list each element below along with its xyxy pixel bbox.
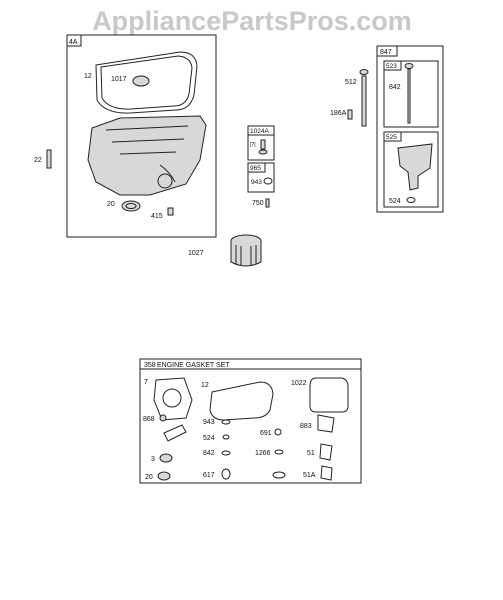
watermark: AppliancePartsPros.com bbox=[92, 6, 412, 36]
breather-tube bbox=[260, 139, 266, 150]
tube-screw: 186A bbox=[330, 109, 353, 120]
gasket-set-tag: 358 bbox=[144, 362, 156, 369]
gs-label-842: 842 bbox=[203, 450, 215, 457]
callout-415: 415 bbox=[151, 213, 163, 220]
gs-label-7: 7 bbox=[144, 379, 148, 386]
screw-22: 22 bbox=[34, 149, 52, 169]
group-523-frame bbox=[383, 60, 439, 128]
sump-gasket bbox=[209, 381, 274, 421]
group-4a-tag: 4A bbox=[69, 39, 78, 46]
group-847: 847 523 842 525 524 bbox=[376, 45, 444, 213]
sump-ribs bbox=[105, 125, 189, 183]
dipstick-tube: 512 bbox=[345, 69, 369, 127]
screw bbox=[46, 149, 52, 169]
exhaust-gasket bbox=[317, 414, 335, 433]
callout-20: 20 bbox=[107, 201, 115, 208]
callout-750: 750 bbox=[252, 200, 264, 207]
gs-label-691: 691 bbox=[260, 430, 272, 437]
oil-filter: 1027 bbox=[188, 234, 262, 267]
gs-label-20: 20 bbox=[145, 474, 153, 481]
callout-943: 943 bbox=[251, 179, 262, 186]
group-523-tag: 523 bbox=[386, 63, 397, 70]
group-847-frame bbox=[376, 45, 444, 213]
crank-seal bbox=[132, 75, 150, 87]
gasket-set-title: ENGINE GASKET SET bbox=[157, 362, 230, 369]
oil-seal bbox=[121, 200, 141, 212]
callout-512: 512 bbox=[345, 79, 357, 86]
drain-plug bbox=[167, 207, 174, 216]
gs-label-1266: 1266 bbox=[255, 450, 271, 457]
carb-gasket-a bbox=[320, 465, 333, 481]
gasket-set-frame bbox=[139, 358, 362, 484]
group-4a: 4A 12 1017 20 415 bbox=[66, 34, 217, 238]
group-525-tag: 525 bbox=[386, 134, 397, 141]
screw bbox=[347, 109, 353, 120]
callout-1027: 1027 bbox=[188, 250, 204, 257]
group-4a-tag-box bbox=[66, 34, 82, 47]
gs-label-1022: 1022 bbox=[291, 380, 307, 387]
o-ring bbox=[263, 177, 273, 185]
valve-cover-gasket bbox=[309, 377, 349, 413]
group-525-frame bbox=[383, 131, 439, 208]
head-gasket bbox=[153, 377, 193, 421]
valve-750: 750 bbox=[252, 198, 270, 208]
group-1024a-tag: 1024A bbox=[250, 128, 269, 135]
group-965-tag: 965 bbox=[250, 165, 261, 172]
callout-22: 22 bbox=[34, 157, 42, 164]
filter-body bbox=[230, 241, 262, 267]
valve bbox=[265, 198, 270, 208]
group-4a-frame bbox=[66, 34, 217, 238]
intake-gasket bbox=[163, 424, 187, 442]
carb-gasket bbox=[319, 443, 333, 461]
sump-gasket bbox=[95, 51, 198, 114]
gs-label-943: 943 bbox=[203, 419, 215, 426]
sump-boss bbox=[157, 173, 173, 189]
gs-label-51a: 51A bbox=[303, 472, 316, 479]
callout-1017: 1017 bbox=[111, 76, 127, 83]
gs-label-3: 3 bbox=[151, 456, 155, 463]
group-847-tag: 847 bbox=[380, 49, 392, 56]
gs-label-51: 51 bbox=[307, 450, 315, 457]
fill-tube bbox=[397, 143, 433, 191]
group-1024a: 1024A [?] bbox=[247, 125, 275, 161]
dipstick bbox=[407, 68, 411, 124]
callout-524: 524 bbox=[389, 198, 401, 205]
gs-label-524: 524 bbox=[203, 435, 215, 442]
callout-842: 842 bbox=[389, 84, 401, 91]
gasket-set-358: 358 ENGINE GASKET SET 7 12 1022 868 943 … bbox=[139, 358, 362, 484]
gs-label-883: 883 bbox=[300, 423, 312, 430]
group-965: 965 943 bbox=[247, 162, 275, 193]
tube bbox=[361, 75, 367, 127]
gs-label-868: 868 bbox=[143, 416, 155, 423]
callout-12: 12 bbox=[84, 73, 92, 80]
gs-label-617: 617 bbox=[203, 472, 215, 479]
gs-label-12: 12 bbox=[201, 382, 209, 389]
group-1024a-callout: [?] bbox=[250, 142, 256, 148]
callout-186a: 186A bbox=[330, 110, 347, 117]
sump-gasket-inner bbox=[100, 55, 193, 110]
sump-housing bbox=[87, 115, 207, 196]
